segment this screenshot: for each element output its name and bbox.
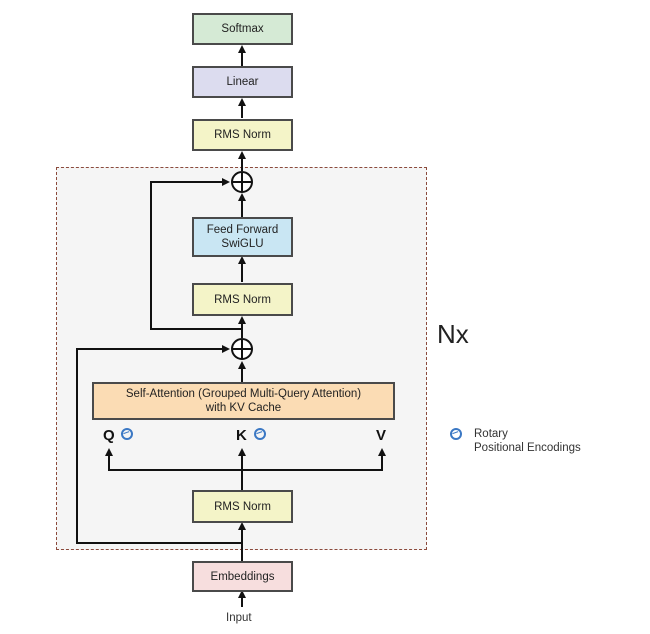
input-label: Input	[226, 612, 252, 624]
norm-to-v-arrow	[242, 448, 386, 471]
legend: Rotary Positional Encodings	[447, 426, 637, 460]
rotary-encoding-icon	[450, 428, 462, 440]
rotary-encoding-icon	[121, 428, 133, 440]
residual-add-node-top	[231, 171, 253, 193]
attention-rms-norm-label: RMS Norm	[214, 500, 271, 513]
legend-line-2: Positional Encodings	[474, 442, 581, 454]
final-rms-norm-label: RMS Norm	[214, 129, 271, 141]
residual-connection-1	[76, 345, 242, 544]
final-rms-norm-block: RMS Norm	[192, 119, 293, 151]
feed-forward-label: Feed Forward	[206, 224, 279, 236]
self-attention-block: Self-Attention (Grouped Multi-Query Atte…	[92, 382, 395, 420]
embeddings-label: Embeddings	[210, 570, 275, 583]
embeddings-block: Embeddings	[192, 561, 293, 592]
query-label: Q	[103, 427, 115, 444]
rotary-encoding-icon	[254, 428, 266, 440]
legend-line-1: Rotary	[474, 428, 508, 440]
residual-connection-2	[150, 178, 242, 330]
swiglu-label: SwiGLU	[221, 238, 264, 250]
norm-to-q-arrow	[105, 448, 242, 471]
feed-forward-block: Feed Forward SwiGLU	[192, 217, 293, 257]
self-attention-label: Self-Attention (Grouped Multi-Query Atte…	[125, 388, 362, 400]
ffn-rms-norm-label: RMS Norm	[214, 293, 271, 306]
residual-add-node-bottom	[231, 338, 253, 360]
softmax-label: Softmax	[221, 23, 264, 35]
linear-block: Linear	[192, 66, 293, 98]
ffn-rms-norm-block: RMS Norm	[192, 283, 293, 316]
kv-cache-label: with KV Cache	[205, 402, 282, 414]
attention-rms-norm-block: RMS Norm	[192, 490, 293, 523]
value-label: V	[376, 427, 387, 444]
key-label: K	[236, 427, 247, 444]
softmax-block: Softmax	[192, 13, 293, 45]
repeat-count-label: Nx	[437, 319, 469, 349]
linear-label: Linear	[226, 76, 259, 88]
